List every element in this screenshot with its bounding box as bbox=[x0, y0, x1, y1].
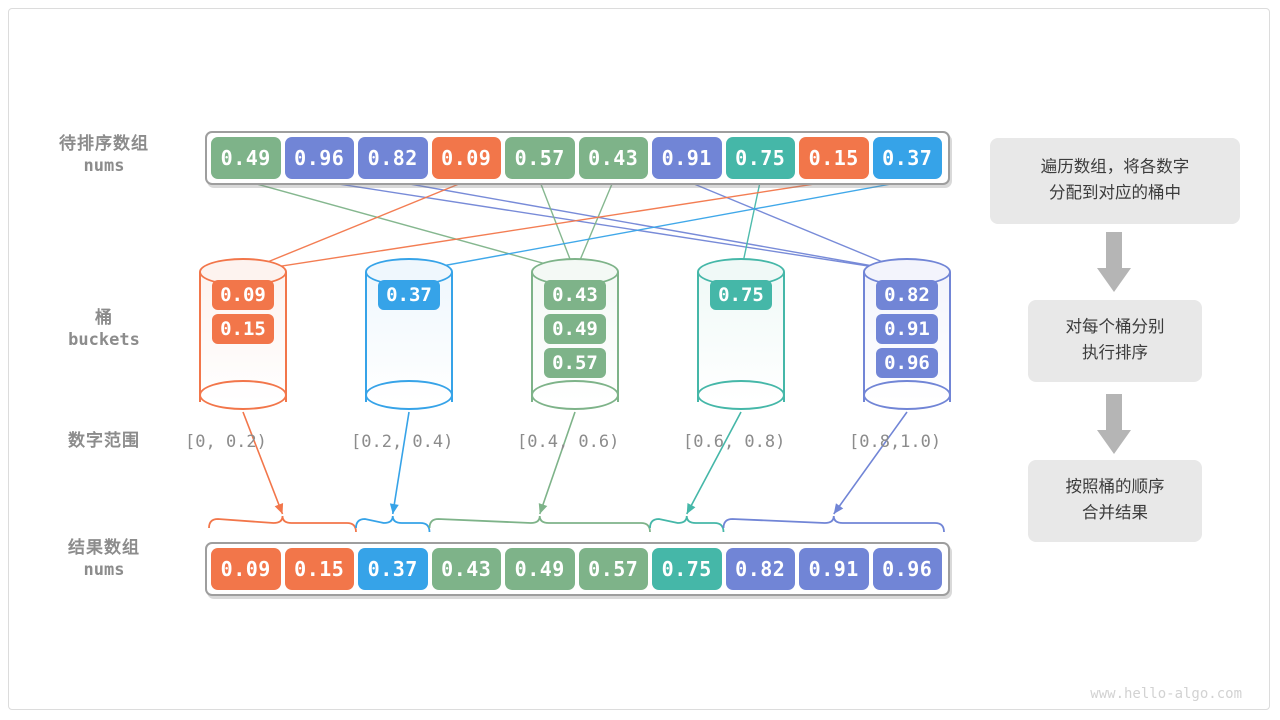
bucket-range-label-3: [0.4, 0.6) bbox=[517, 432, 620, 452]
bucket-item: 0.49 bbox=[544, 314, 606, 344]
result-array-cell: 0.09 bbox=[211, 548, 281, 590]
bucket-item: 0.43 bbox=[544, 280, 606, 310]
input-array-cell: 0.15 bbox=[799, 137, 869, 179]
bucket-range-label-5: [0.8,1.0) bbox=[849, 432, 942, 452]
result-array-cell: 0.75 bbox=[652, 548, 722, 590]
result-array-cell: 0.49 bbox=[505, 548, 575, 590]
bucket-3: 0.43 0.49 0.57 bbox=[531, 258, 619, 412]
bucket-4: 0.75 bbox=[697, 258, 785, 412]
bucket-item: 0.82 bbox=[876, 280, 938, 310]
bucket-item: 0.91 bbox=[876, 314, 938, 344]
bucket-base bbox=[199, 380, 287, 410]
bucket-items: 0.82 0.91 0.96 bbox=[863, 280, 951, 378]
row-label-input-cn: 待排序数组 bbox=[59, 134, 149, 153]
step-2-line-1: 对每个桶分别 bbox=[1065, 318, 1165, 337]
step-2-line-2: 执行排序 bbox=[1082, 344, 1148, 362]
bucket-base bbox=[365, 380, 453, 410]
row-label-result-cn: 结果数组 bbox=[68, 538, 140, 557]
bucket-5: 0.82 0.91 0.96 bbox=[863, 258, 951, 412]
result-array-cell: 0.57 bbox=[578, 548, 648, 590]
bucket-item: 0.75 bbox=[710, 280, 772, 310]
watermark: www.hello-algo.com bbox=[1090, 686, 1242, 702]
step-box-3: 按照桶的顺序 合并结果 bbox=[1028, 460, 1202, 542]
input-array-cell: 0.91 bbox=[652, 137, 722, 179]
bucket-item: 0.37 bbox=[378, 280, 440, 310]
result-array-cell: 0.37 bbox=[358, 548, 428, 590]
row-label-range-cn: 数字范围 bbox=[68, 431, 140, 450]
bucket-2: 0.37 bbox=[365, 258, 453, 412]
bucket-range-label-2: [0.2, 0.4) bbox=[351, 432, 454, 452]
bucket-items: 0.37 bbox=[365, 280, 453, 310]
bucket-item: 0.96 bbox=[876, 348, 938, 378]
bucket-items: 0.43 0.49 0.57 bbox=[531, 280, 619, 378]
step-3-line-2: 合并结果 bbox=[1082, 504, 1148, 522]
step-box-1: 遍历数组，将各数字 分配到对应的桶中 bbox=[990, 138, 1240, 224]
input-array-cell: 0.57 bbox=[505, 137, 575, 179]
bucket-range-label-1: [0, 0.2) bbox=[185, 432, 267, 452]
step-3-line-1: 按照桶的顺序 bbox=[1065, 478, 1165, 497]
result-array-cell: 0.91 bbox=[799, 548, 869, 590]
result-array-cell: 0.96 bbox=[872, 548, 942, 590]
row-label-buckets-en: buckets bbox=[68, 330, 140, 351]
result-array-cell: 0.43 bbox=[431, 548, 501, 590]
input-array-cell: 0.96 bbox=[284, 137, 354, 179]
bucket-base bbox=[531, 380, 619, 410]
input-array-cell: 0.37 bbox=[872, 137, 942, 179]
input-array-cell: 0.82 bbox=[358, 137, 428, 179]
bucket-items: 0.75 bbox=[697, 280, 785, 310]
input-array-cell: 0.09 bbox=[431, 137, 501, 179]
bucket-item: 0.09 bbox=[212, 280, 274, 310]
diagram-frame bbox=[8, 8, 1270, 710]
row-label-buckets-cn: 桶 bbox=[95, 308, 113, 327]
row-label-input: 待排序数组 nums bbox=[24, 133, 184, 178]
row-label-buckets: 桶 buckets bbox=[24, 307, 184, 352]
bucket-1: 0.09 0.15 bbox=[199, 258, 287, 412]
row-label-range: 数字范围 bbox=[24, 430, 184, 452]
bucket-range-label-4: [0.6, 0.8) bbox=[683, 432, 786, 452]
step-1-line-1: 遍历数组，将各数字 bbox=[1040, 158, 1190, 177]
row-label-input-en: nums bbox=[83, 156, 125, 177]
result-array-cell: 0.82 bbox=[725, 548, 795, 590]
step-box-2: 对每个桶分别 执行排序 bbox=[1028, 300, 1202, 382]
input-array-cell: 0.75 bbox=[725, 137, 795, 179]
row-label-result-en: nums bbox=[83, 560, 125, 581]
bucket-item: 0.57 bbox=[544, 348, 606, 378]
row-label-result: 结果数组 nums bbox=[24, 537, 184, 582]
input-array-cell: 0.49 bbox=[211, 137, 281, 179]
step-1-line-2: 分配到对应的桶中 bbox=[1049, 184, 1181, 202]
bucket-items: 0.09 0.15 bbox=[199, 280, 287, 344]
bucket-base bbox=[697, 380, 785, 410]
input-array-cell: 0.43 bbox=[578, 137, 648, 179]
bucket-item: 0.15 bbox=[212, 314, 274, 344]
result-array-cell: 0.15 bbox=[284, 548, 354, 590]
bucket-base bbox=[863, 380, 951, 410]
